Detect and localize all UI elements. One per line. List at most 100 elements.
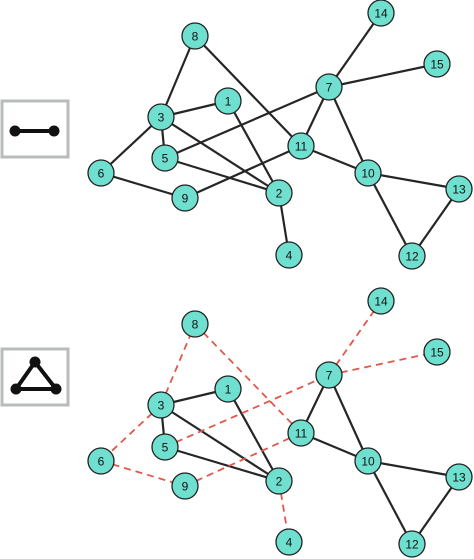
node-circle xyxy=(445,463,473,491)
node-circle xyxy=(171,472,199,500)
solid-edge-7-14 xyxy=(328,12,382,88)
edge-motif-icon xyxy=(9,125,60,137)
node-label: 12 xyxy=(405,250,419,264)
solid-edge-1-2 xyxy=(227,100,280,194)
dashed-edge-5-7 xyxy=(164,374,330,448)
solid-edge-5-7 xyxy=(164,85,330,160)
solid-edge-1-2 xyxy=(227,388,280,482)
node-label: 9 xyxy=(182,480,189,494)
solid-edge-10-13 xyxy=(367,171,460,191)
node-15: 15 xyxy=(423,338,451,366)
node-label: 15 xyxy=(430,58,444,72)
node-label: 10 xyxy=(361,455,375,469)
node-12: 12 xyxy=(398,242,426,270)
node-2: 2 xyxy=(265,179,293,207)
node-circle xyxy=(354,447,382,475)
dashed-edge-7-14 xyxy=(328,300,382,376)
node-1: 1 xyxy=(214,87,242,115)
node-label: 5 xyxy=(162,441,169,455)
edge-layer xyxy=(100,300,460,545)
node-circle xyxy=(214,87,242,115)
solid-edge-10-13 xyxy=(367,459,460,479)
node-label: 7 xyxy=(326,81,333,95)
node-circle xyxy=(398,530,426,558)
node-circle xyxy=(275,241,303,269)
node-6: 6 xyxy=(87,447,115,475)
node-circle xyxy=(181,310,209,338)
node-label: 6 xyxy=(98,167,105,181)
node-circle xyxy=(287,419,315,447)
node-5: 5 xyxy=(151,144,179,172)
node-circle xyxy=(151,433,179,461)
node-6: 6 xyxy=(87,159,115,187)
solid-edge-3-2 xyxy=(160,116,280,194)
node-label: 13 xyxy=(452,471,466,485)
node-circle xyxy=(147,103,175,131)
node-14: 14 xyxy=(367,0,395,27)
node-circle xyxy=(287,132,315,160)
solid-edge-7-15 xyxy=(328,62,438,89)
node-12: 12 xyxy=(398,530,426,558)
triangle-motif-icon-box xyxy=(0,347,70,407)
node-label: 8 xyxy=(192,318,199,332)
node-circle xyxy=(265,179,293,207)
solid-edge-3-2 xyxy=(160,404,280,482)
node-circle xyxy=(315,361,343,389)
node-label: 2 xyxy=(276,187,283,201)
node-label: 3 xyxy=(158,399,165,413)
node-label: 4 xyxy=(286,536,293,550)
node-1: 1 xyxy=(214,375,242,403)
node-11: 11 xyxy=(287,132,315,160)
node-circle xyxy=(265,467,293,495)
node-circle xyxy=(181,22,209,50)
node-3: 3 xyxy=(147,103,175,131)
node-8: 8 xyxy=(181,22,209,50)
dashed-edge-3-8 xyxy=(160,323,196,406)
node-circle xyxy=(87,447,115,475)
node-label: 12 xyxy=(405,538,419,552)
node-label: 5 xyxy=(162,152,169,166)
node-label: 11 xyxy=(295,427,308,441)
node-circle xyxy=(87,159,115,187)
node-label: 1 xyxy=(225,383,232,397)
node-10: 10 xyxy=(354,159,382,187)
solid-edge-9-11 xyxy=(184,144,302,200)
node-4: 4 xyxy=(275,528,303,556)
node-circle xyxy=(423,50,451,78)
solid-edge-7-10 xyxy=(327,86,370,174)
node-11: 11 xyxy=(287,419,315,447)
edge-layer xyxy=(100,12,460,257)
node-circle xyxy=(445,175,473,203)
dashed-edge-7-15 xyxy=(328,351,438,376)
solid-edge-10-12 xyxy=(367,460,413,545)
node-circle xyxy=(367,287,395,315)
node-circle xyxy=(151,144,179,172)
node-label: 7 xyxy=(326,369,333,383)
solid-edge-5-2 xyxy=(164,156,280,195)
node-circle xyxy=(398,242,426,270)
node-circle xyxy=(214,375,242,403)
solid-edge-8-11 xyxy=(194,35,302,147)
node-label: 15 xyxy=(430,346,444,360)
solid-edge-10-12 xyxy=(367,172,413,257)
solid-edge-3-8 xyxy=(159,35,197,118)
solid-edge-5-2 xyxy=(164,445,280,483)
node-9: 9 xyxy=(171,472,199,500)
node-label: 9 xyxy=(182,192,189,206)
node-circle xyxy=(171,184,199,212)
node-5: 5 xyxy=(151,433,179,461)
node-13: 13 xyxy=(445,463,473,491)
node-9: 9 xyxy=(171,184,199,212)
node-8: 8 xyxy=(181,310,209,338)
node-label: 2 xyxy=(276,475,283,489)
dashed-edge-9-11 xyxy=(184,432,302,487)
node-label: 14 xyxy=(374,295,388,309)
dashed-edge-3-6 xyxy=(100,404,162,462)
node-label: 11 xyxy=(295,140,308,154)
node-circle xyxy=(354,159,382,187)
node-7: 7 xyxy=(315,361,343,389)
